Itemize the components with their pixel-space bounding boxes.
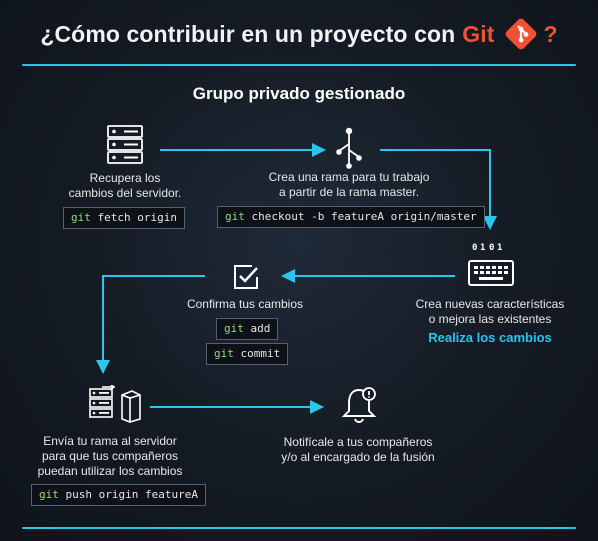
- server-stack-icon: [107, 125, 143, 164]
- git-add-command: git add: [216, 318, 279, 340]
- arrow-branch-to-changes: [380, 149, 497, 230]
- branch-line-2: a partir de la rama master.: [278, 185, 420, 199]
- changes-description: Crea nuevas características o mejora las…: [398, 297, 582, 327]
- title-git-word: Git: [462, 20, 495, 47]
- fetch-cmd-keyword: git: [71, 211, 91, 224]
- fetch-description: Recupera los cambios del servidor.: [40, 171, 210, 201]
- push-line-2: para que tus compañeros: [41, 449, 179, 463]
- page-title: ¿Cómo contribuir en un proyecto con Git …: [0, 14, 598, 54]
- commit-description: Confirma tus cambios: [186, 297, 304, 311]
- git-push-command: git push origin featureA: [31, 484, 206, 506]
- bell-notification-icon: [341, 387, 377, 423]
- footer-divider: [22, 527, 576, 529]
- svg-text:0: 0: [489, 243, 494, 253]
- notify-description: Notifícale a tus compañeros y/o al encar…: [258, 435, 458, 465]
- arrow-commit-to-push: [96, 275, 205, 374]
- title-question-mark: ?: [543, 20, 558, 47]
- header-divider: [22, 64, 576, 66]
- fetch-cmd-args: fetch origin: [90, 211, 177, 224]
- changes-line-2: o mejora las existentes: [428, 312, 552, 326]
- notify-line-1: Notifícale a tus compañeros: [283, 435, 433, 449]
- branch-tree-icon: [336, 127, 362, 169]
- svg-text:0: 0: [472, 243, 477, 253]
- svg-text:1: 1: [497, 243, 502, 253]
- svg-text:1: 1: [480, 243, 485, 253]
- commit-cmd-keyword: git: [214, 347, 234, 360]
- checkbox-icon: [234, 265, 258, 289]
- add-cmd-args: add: [243, 322, 271, 335]
- git-logo-icon: [505, 18, 536, 50]
- notify-line-2: y/o al encargado de la fusión: [281, 450, 435, 464]
- changes-line-1: Crea nuevas características: [415, 297, 565, 311]
- server-upload-icon: [89, 385, 141, 423]
- section-subtitle: Grupo privado gestionado: [192, 84, 406, 103]
- push-cmd-args: push origin featureA: [58, 488, 198, 501]
- fetch-line-1: Recupera los: [89, 171, 161, 185]
- title-text: ¿Cómo contribuir en un proyecto con: [40, 20, 456, 47]
- push-description: Envía tu rama al servidor para que tus c…: [20, 434, 200, 479]
- git-checkout-command: git checkout -b featureA origin/master: [217, 206, 485, 228]
- push-line-3: puedan utilizar los cambios: [37, 464, 183, 478]
- git-fetch-command: git fetch origin: [63, 207, 185, 229]
- push-cmd-keyword: git: [39, 488, 59, 501]
- checkout-cmd-args: checkout -b featureA origin/master: [244, 210, 477, 223]
- add-cmd-keyword: git: [224, 322, 244, 335]
- branch-description: Crea una rama para tu trabajo a partir d…: [240, 170, 458, 200]
- push-line-1: Envía tu rama al servidor: [43, 434, 177, 448]
- commit-cmd-args: commit: [233, 347, 281, 360]
- git-commit-command: git commit: [206, 343, 289, 365]
- fetch-line-2: cambios del servidor.: [68, 186, 182, 200]
- checkout-cmd-keyword: git: [225, 210, 245, 223]
- make-changes-highlight: Realiza los cambios: [428, 330, 552, 345]
- branch-line-1: Crea una rama para tu trabajo: [268, 170, 430, 184]
